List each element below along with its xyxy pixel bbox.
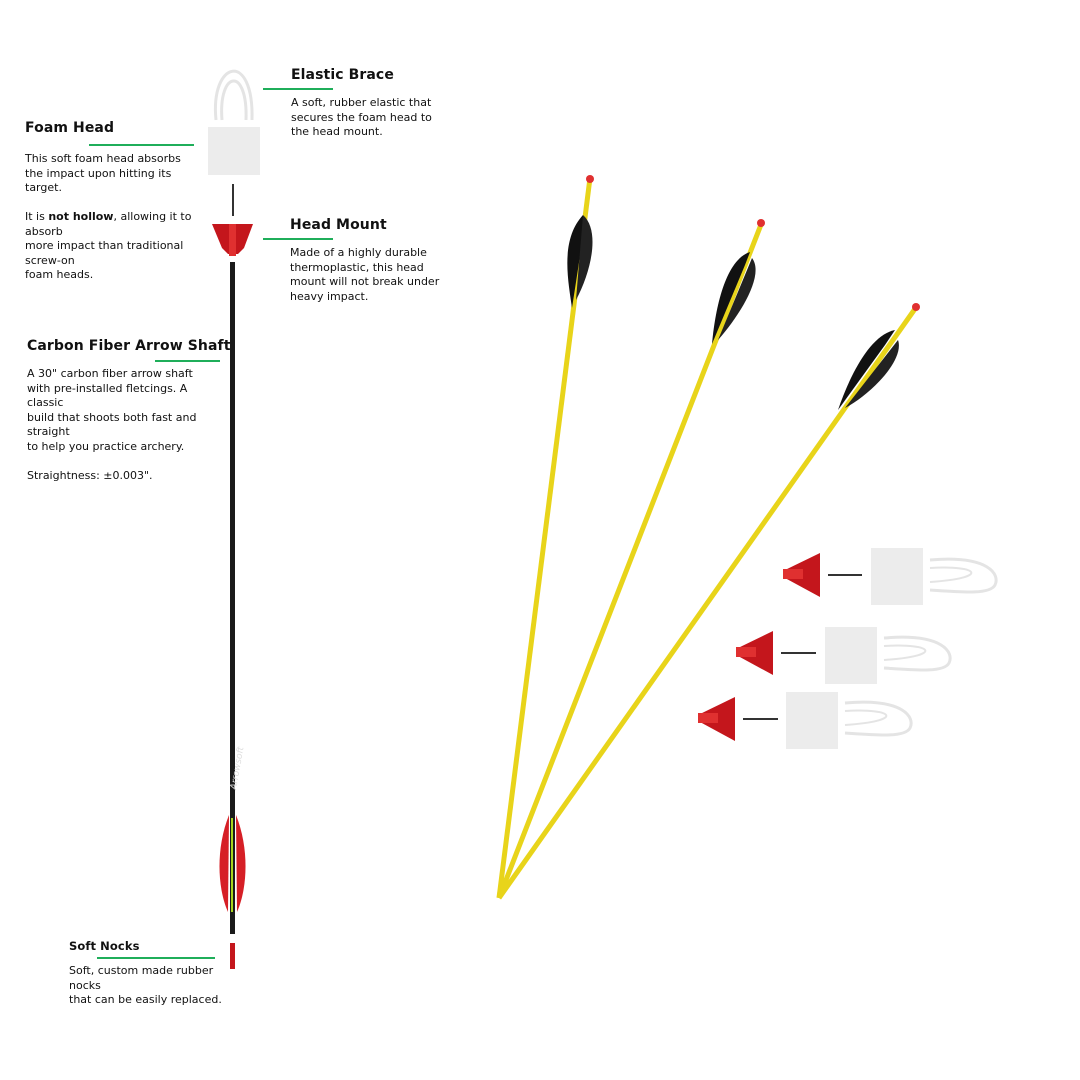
emphasis-not-hollow: not hollow bbox=[48, 210, 114, 223]
head-assembly-2 bbox=[736, 627, 952, 684]
nocks-description: Soft, custom made rubber nocks that can … bbox=[69, 964, 222, 1008]
text-line: It is not hollow, allowing it to bbox=[25, 210, 192, 223]
nocks-rule bbox=[97, 957, 215, 959]
elastic-brace-rule bbox=[263, 88, 333, 90]
head-mount-image bbox=[212, 224, 253, 256]
text-line: the head mount. bbox=[291, 125, 383, 138]
yellow-arrows-image bbox=[496, 175, 920, 900]
head-mount-rule bbox=[263, 238, 333, 240]
text-line: to help you practice archery. bbox=[27, 439, 185, 453]
text-line: screw-on bbox=[25, 253, 75, 267]
yellow-arrow-2 bbox=[496, 219, 765, 899]
text-line: foam heads. bbox=[25, 268, 94, 281]
text-line: the impact upon hitting its bbox=[25, 166, 172, 180]
head-mount-description: Made of a highly durable thermoplastic, … bbox=[290, 246, 439, 304]
head-mount-title: Head Mount bbox=[290, 217, 387, 233]
text-line: more impact than traditional bbox=[25, 239, 184, 252]
foam-head-image bbox=[208, 127, 260, 175]
text-line: with pre-installed fletcings. A bbox=[27, 381, 188, 395]
text-line: target. bbox=[25, 181, 62, 194]
text-line: This soft foam head absorbs bbox=[25, 152, 181, 165]
text-line: secures the foam head to bbox=[291, 110, 432, 124]
shaft-rule bbox=[155, 360, 220, 362]
text-line: Soft, custom made rubber bbox=[69, 964, 214, 977]
elastic-brace-image bbox=[213, 69, 254, 121]
elastic-brace-description: A soft, rubber elastic that secures the … bbox=[291, 96, 432, 140]
text-line: straight bbox=[27, 425, 70, 438]
head-assembly-1 bbox=[783, 548, 998, 605]
shaft-title: Carbon Fiber Arrow Shaft bbox=[27, 338, 231, 354]
text-line: that can be easily replaced. bbox=[69, 993, 222, 1006]
head-assembly-3 bbox=[698, 692, 913, 749]
text-line: classic bbox=[27, 396, 64, 409]
text-line: thermoplastic, this head bbox=[290, 260, 424, 274]
foam-head-title: Foam Head bbox=[25, 120, 115, 136]
text-line: nocks bbox=[69, 978, 101, 992]
red-fletching-image bbox=[219, 815, 246, 912]
foam-head-description: This soft foam head absorbs the impact u… bbox=[25, 152, 191, 283]
elastic-brace-title: Elastic Brace bbox=[291, 67, 394, 83]
nock-image bbox=[230, 943, 235, 969]
yellow-arrow-1 bbox=[496, 175, 594, 899]
text-line: A 30" carbon fiber arrow shaft bbox=[27, 367, 193, 380]
text-line: heavy impact. bbox=[290, 289, 369, 303]
nocks-title: Soft Nocks bbox=[69, 939, 140, 953]
text-line: A soft, rubber elastic that bbox=[291, 96, 432, 109]
text-line: build that shoots both fast and bbox=[27, 410, 197, 424]
shaft-description: A 30" carbon fiber arrow shaft with pre-… bbox=[27, 367, 196, 483]
text-line: Made of a highly durable bbox=[290, 246, 427, 259]
text-line: mount will not break under bbox=[290, 275, 440, 288]
text-line: absorb bbox=[25, 224, 63, 238]
straightness-spec: Straightness: ±0.003". bbox=[27, 468, 153, 482]
yellow-arrow-3 bbox=[496, 303, 920, 900]
foam-head-rule bbox=[89, 144, 194, 146]
